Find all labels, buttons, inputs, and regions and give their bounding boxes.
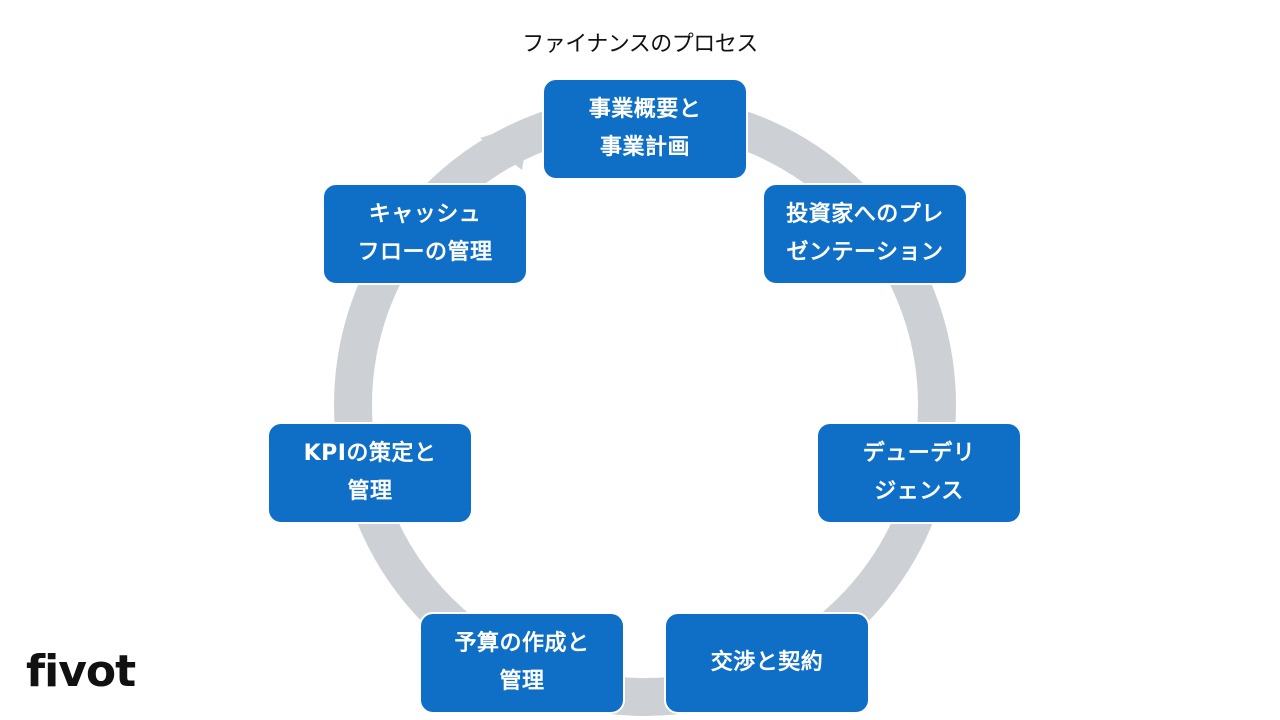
step-label-line1: デューデリ: [862, 441, 976, 466]
step-budget-management: 予算の作成と 管理: [419, 612, 625, 714]
step-label-line1: 事業概要と: [588, 97, 702, 122]
cycle-arrowhead: [480, 122, 530, 170]
step-label-line2: フローの管理: [357, 240, 493, 265]
step-label-line2: ジェンス: [874, 479, 964, 504]
step-investor-presentation: 投資家へのプレ ゼンテーション: [762, 183, 968, 285]
step-cashflow-management: キャッシュ フローの管理: [322, 183, 528, 285]
step-label-line1: 交渉と契約: [710, 650, 824, 675]
step-label-line1: キャッシュ: [368, 202, 482, 227]
step-business-plan: 事業概要と 事業計画: [542, 78, 748, 180]
step-label-line2: ゼンテーション: [786, 240, 944, 265]
step-label-line2: 管理: [499, 669, 545, 694]
brand-logo: fivot: [26, 646, 136, 697]
step-label-line2: 管理: [347, 479, 393, 504]
step-negotiation-contract: 交渉と契約: [664, 612, 870, 714]
step-label-line1: 予算の作成と: [454, 631, 590, 656]
step-label-line2: 事業計画: [599, 135, 690, 160]
step-kpi-management: KPIの策定と 管理: [267, 422, 473, 524]
step-label-line1: KPIの策定と: [303, 441, 437, 466]
diagram-title: ファイナンスのプロセス: [522, 32, 758, 57]
step-label-line1: 投資家へのプレ: [786, 202, 944, 227]
step-due-diligence: デューデリ ジェンス: [816, 422, 1022, 524]
